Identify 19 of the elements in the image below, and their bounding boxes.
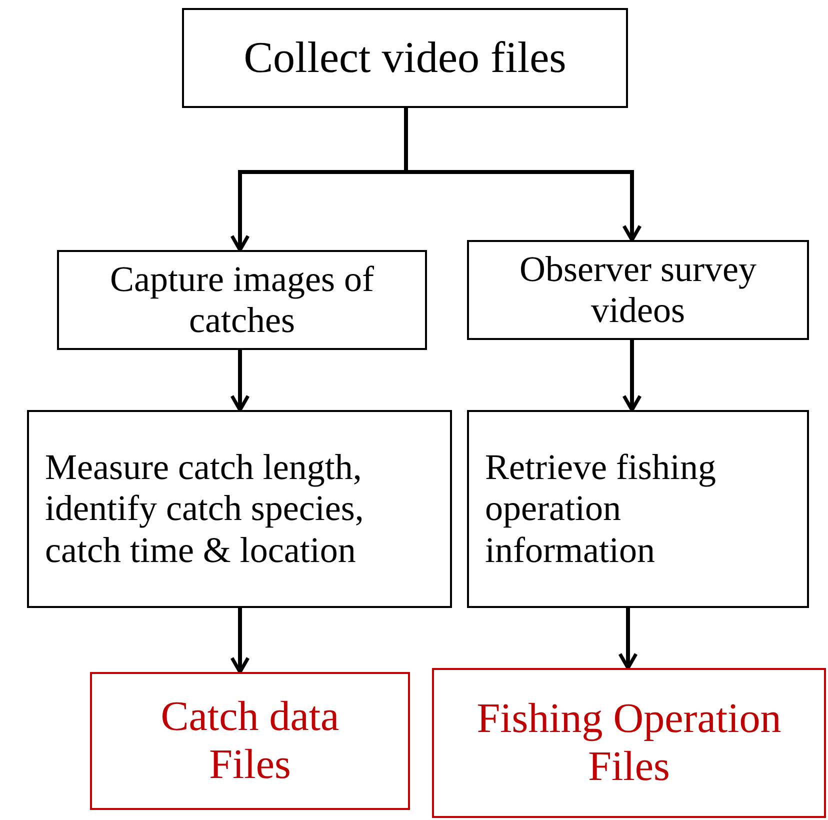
- process-box: [27, 410, 452, 608]
- arrow: [618, 608, 638, 670]
- box-label: Fishing Operation Files: [476, 694, 782, 792]
- box-label: Collect video files: [244, 32, 566, 84]
- box-label: Retrieve fishing operation information: [485, 446, 717, 572]
- arrow: [230, 350, 250, 412]
- box-label: Observer survey videos: [518, 248, 758, 332]
- box-label: Measure catch length, identify catch species, catch time & location: [45, 446, 365, 572]
- process-box: [182, 8, 628, 108]
- box-label: Capture images of catches: [109, 258, 375, 342]
- process-box: [467, 240, 809, 340]
- arrow: [404, 108, 642, 242]
- arrow: [622, 340, 642, 412]
- box-label: Catch data Files: [160, 692, 340, 790]
- arrow: [230, 608, 250, 674]
- process-box: [467, 410, 809, 608]
- output-box: [432, 668, 826, 818]
- process-box: [57, 250, 427, 350]
- output-box: [90, 672, 410, 810]
